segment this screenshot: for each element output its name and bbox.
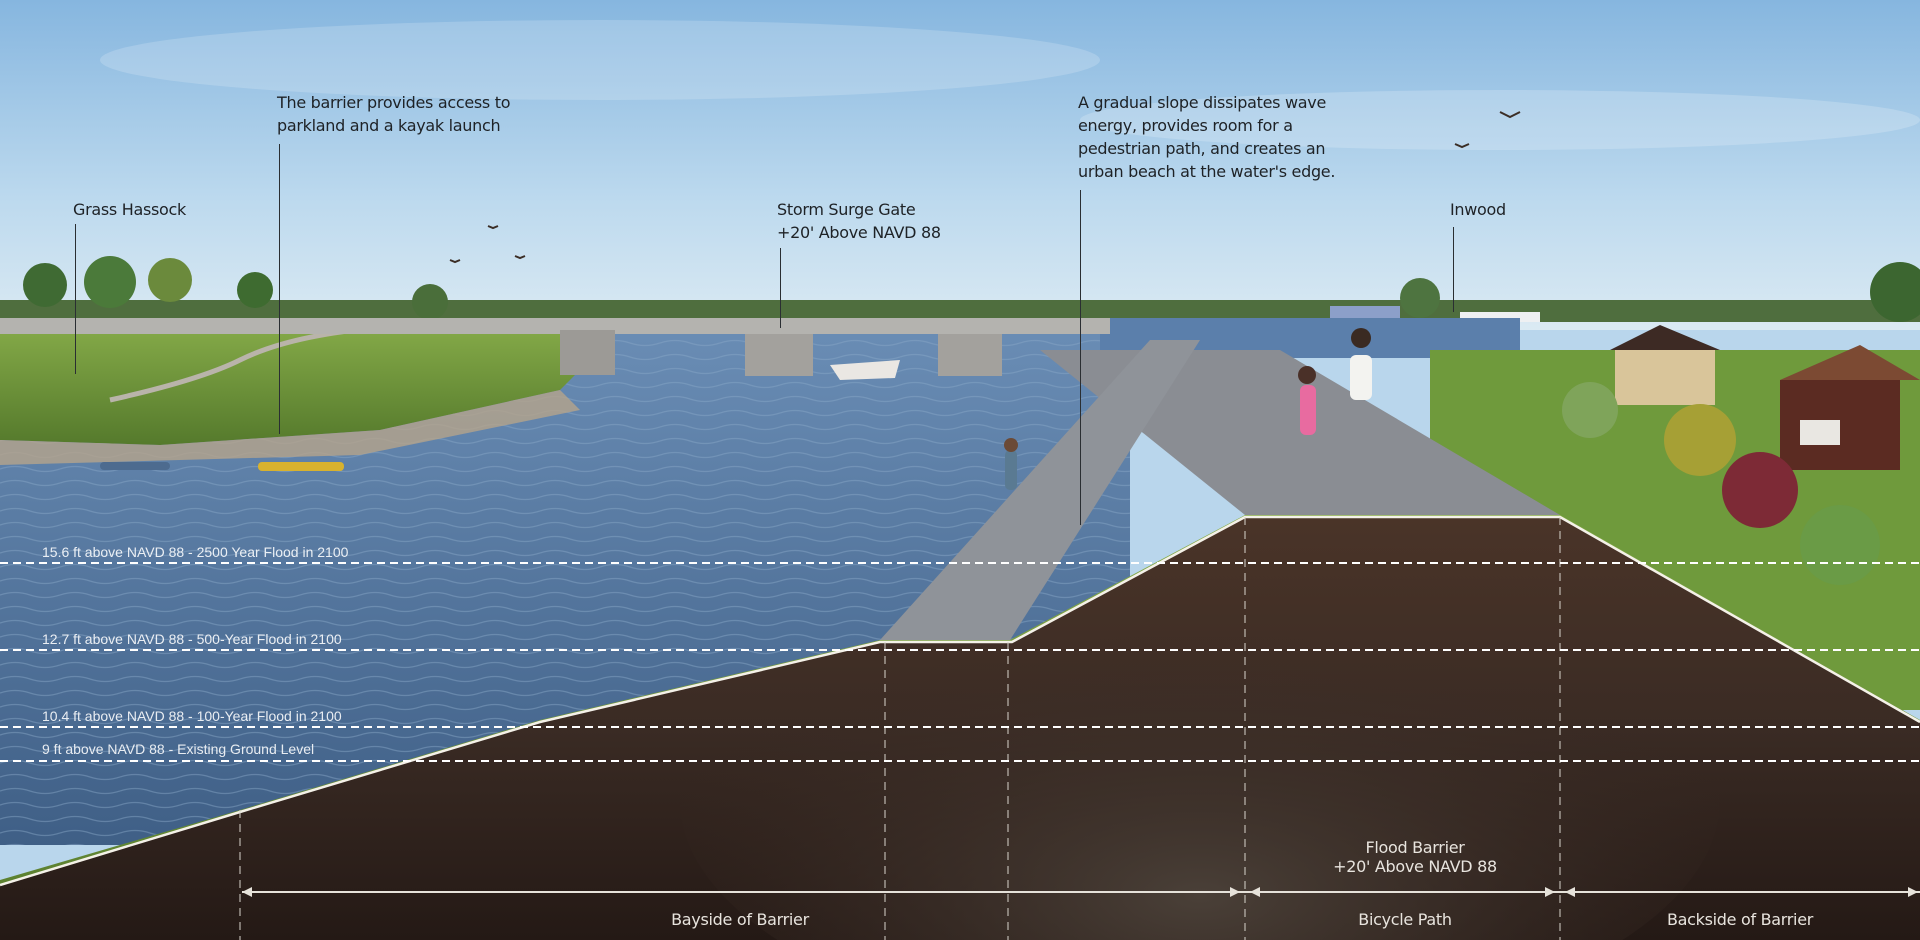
- flood-level-2500yr: 15.6 ft above NAVD 88 - 2500 Year Flood …: [42, 544, 349, 560]
- annotation-storm-surge-gate: Storm Surge Gate +20' Above NAVD 88: [777, 200, 941, 242]
- annotation-grass-hassock: Grass Hassock: [73, 200, 186, 219]
- distant-treeline: [0, 256, 1920, 322]
- zone-bicycle-path: Bicycle Path: [1358, 910, 1452, 929]
- houses: [1610, 325, 1920, 470]
- flood-level-lines: [0, 562, 1920, 762]
- annotation-inwood: Inwood: [1450, 200, 1506, 219]
- storm-surge-gate: [0, 318, 1110, 380]
- annotation-gradual-slope: A gradual slope dissipates wave energy, …: [1078, 93, 1336, 181]
- bicycle-path: [1040, 350, 1560, 515]
- flood-level-existing-ground: 9 ft above NAVD 88 - Existing Ground Lev…: [42, 741, 315, 757]
- sky: [0, 0, 1920, 330]
- flood-barrier-label: Flood Barrier +20' Above NAVD 88: [1333, 838, 1497, 876]
- marsh-parkland: [0, 318, 600, 445]
- zone-bayside: Bayside of Barrier: [671, 910, 809, 929]
- kayaks: [100, 462, 344, 471]
- birds: [449, 111, 1521, 264]
- flood-level-100yr: 10.4 ft above NAVD 88 - 100-Year Flood i…: [42, 708, 342, 724]
- trees-right: [1562, 382, 1880, 585]
- section-outline: [0, 515, 1920, 887]
- leader-inwood: [1453, 227, 1454, 312]
- leader-gradual-slope: [1080, 190, 1081, 525]
- leader-grass-hassock: [75, 224, 76, 374]
- flood-level-500yr: 12.7 ft above NAVD 88 - 500-Year Flood i…: [42, 631, 342, 647]
- dimension-arrows: [242, 887, 1918, 897]
- annotation-barrier-access: The barrier provides access to parkland …: [277, 93, 511, 135]
- pedestrian-path: [880, 340, 1200, 640]
- zone-backside: Backside of Barrier: [1666, 910, 1814, 929]
- leader-barrier-access: [279, 144, 280, 434]
- vertical-guides: [239, 517, 1561, 940]
- people: [1004, 328, 1372, 490]
- leader-storm-surge-gate: [780, 248, 781, 328]
